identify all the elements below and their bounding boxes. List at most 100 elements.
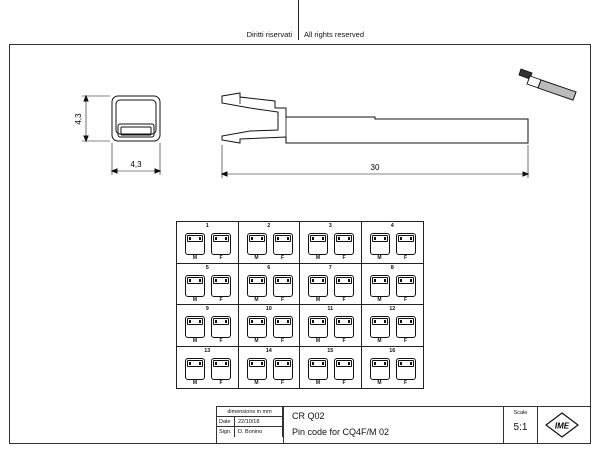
cell-number: 1: [205, 223, 209, 229]
female-label: F: [342, 255, 346, 261]
male-label: M: [315, 296, 321, 303]
drawing-description: Pin code for CQ4F/M 02: [292, 427, 390, 437]
female-label: F: [342, 379, 346, 386]
male-pin-icon: [246, 233, 267, 255]
male-label: M: [315, 255, 321, 261]
cell-number: 2: [267, 223, 271, 229]
dim-height-label: 4,3: [74, 113, 83, 125]
female-label: F: [403, 296, 408, 303]
sign-row: Sign.D. Bonino: [217, 427, 283, 437]
cell-number: 13: [204, 347, 211, 354]
male-label: M: [192, 255, 198, 261]
male-pin-icon: [185, 316, 205, 338]
female-label: F: [219, 338, 223, 344]
male-pin-icon: [246, 316, 267, 338]
female-label: F: [403, 255, 408, 261]
cell-number: 10: [265, 306, 272, 312]
female-label: F: [280, 379, 285, 386]
female-label: F: [342, 296, 346, 303]
scale-label: Scale: [513, 410, 528, 416]
male-pin-icon: [246, 274, 267, 297]
male-label: M: [315, 338, 321, 344]
female-pin-icon: [334, 274, 354, 297]
cell-number: 14: [265, 347, 272, 354]
male-label: M: [192, 338, 198, 344]
date-label: Date: [217, 417, 235, 427]
scale-divider: [503, 406, 504, 444]
male-label: M: [254, 379, 259, 386]
logo-divider: [537, 406, 538, 444]
rights-reserved-en: All rights reserved: [304, 30, 365, 39]
end-view: [82, 94, 162, 175]
male-pin-icon: [369, 274, 390, 297]
male-pin-icon: [369, 357, 390, 380]
female-label: F: [403, 379, 408, 386]
drawing-frame: [9, 44, 591, 444]
male-pin-icon: [308, 316, 328, 338]
male-pin-icon: [308, 233, 328, 255]
female-pin-icon: [211, 274, 231, 297]
female-label: F: [280, 296, 285, 303]
female-label: F: [280, 255, 285, 261]
female-label: F: [219, 296, 223, 303]
cell-number: 6: [267, 264, 271, 271]
cell-number: 15: [327, 347, 334, 354]
cell-number: 11: [327, 306, 334, 312]
female-pin-icon: [272, 357, 293, 380]
dim-width-label: 4,3: [130, 160, 142, 169]
cell-number: 4: [390, 223, 394, 229]
female-pin-icon: [395, 316, 416, 338]
female-pin-icon: [334, 357, 354, 380]
cell-number: 5: [205, 264, 209, 271]
sign-label: Sign.: [217, 427, 235, 437]
female-pin-icon: [211, 357, 231, 380]
units-note: dimensions in mm: [217, 407, 283, 417]
female-label: F: [280, 338, 285, 344]
sign-value: D. Bonino: [238, 429, 263, 435]
logo-text: IME: [555, 422, 570, 431]
rights-reserved-it: Diritti riservati: [246, 30, 292, 39]
cell-number: 3: [328, 223, 332, 229]
date-value: 22/10/18: [238, 419, 260, 425]
male-pin-icon: [246, 357, 267, 380]
female-label: F: [219, 379, 223, 386]
male-label: M: [377, 379, 382, 386]
male-label: M: [377, 338, 382, 344]
female-pin-icon: [272, 274, 293, 297]
female-pin-icon: [211, 233, 231, 255]
company-logo: IME: [545, 412, 579, 438]
female-pin-icon: [395, 357, 416, 380]
male-pin-icon: [369, 233, 390, 255]
male-label: M: [377, 296, 382, 303]
male-label: M: [254, 255, 259, 261]
cell-number: 7: [328, 264, 332, 271]
female-pin-icon: [211, 316, 231, 338]
male-label: M: [192, 296, 198, 303]
male-label: M: [254, 296, 259, 303]
female-label: F: [403, 338, 408, 344]
isometric-pin-icon: [518, 68, 577, 101]
male-pin-icon: [185, 233, 205, 255]
female-label: F: [342, 338, 346, 344]
header-tick-line: [298, 0, 299, 40]
female-label: F: [219, 255, 223, 261]
male-pin-icon: [308, 357, 328, 380]
female-pin-icon: [334, 316, 354, 338]
male-label: M: [315, 379, 321, 386]
male-pin-icon: [369, 316, 390, 338]
cell-number: 12: [389, 306, 396, 312]
male-pin-icon: [185, 357, 205, 380]
title-block-divider: [283, 406, 284, 444]
